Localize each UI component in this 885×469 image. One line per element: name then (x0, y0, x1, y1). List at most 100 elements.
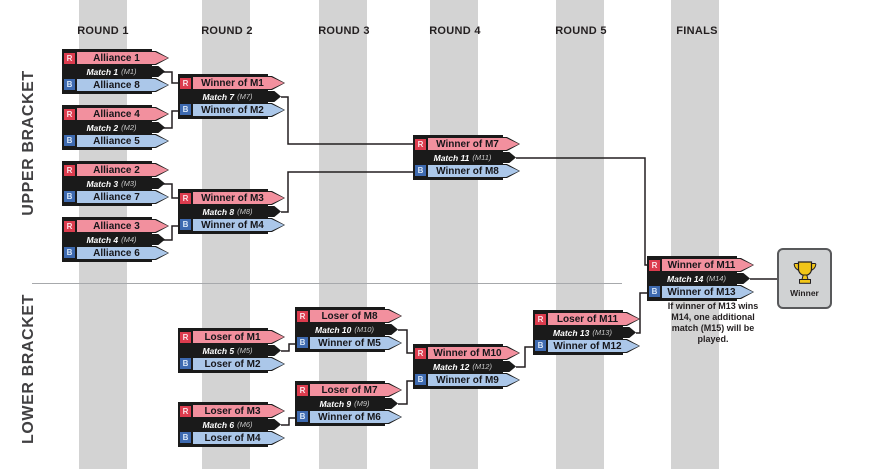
match-m6: R Loser of M3 Match 6(M6) B Loser of M4 (178, 402, 286, 447)
red-alliance-tag: R (180, 332, 191, 343)
match-number: Match 12 (433, 361, 470, 372)
column-stripe-finals (671, 0, 719, 469)
blue-slot-label: Winner of M5 (310, 337, 401, 349)
tiebreaker-note: If winner of M13 wins M14, one additiona… (648, 301, 778, 345)
winner-box: Winner (777, 248, 832, 309)
match-code: (M12) (472, 362, 492, 371)
note-line: match (M15) will be (671, 323, 755, 333)
match-code: (M10) (354, 325, 374, 334)
red-slot-banner: Winner of M7 (427, 137, 520, 151)
match-m7: R Winner of M1 Match 7(M7) B Winner of M… (178, 74, 286, 119)
red-slot-label: Alliance 1 (77, 52, 168, 64)
trophy-icon (793, 260, 816, 284)
blue-alliance-tag: B (535, 340, 546, 351)
blue-slot-banner: Alliance 6 (76, 246, 169, 260)
match-number: Match 8 (202, 206, 235, 217)
red-alliance-tag: R (415, 139, 426, 150)
match-number: Match 3 (86, 178, 119, 189)
red-slot-banner: Winner of M1 (192, 76, 285, 90)
blue-alliance-tag: B (64, 191, 75, 202)
match-code: (M7) (237, 92, 253, 101)
blue-slot-banner: Winner of M9 (427, 373, 520, 387)
match-m2: R Alliance 4 Match 2(M2) B Alliance 5 (62, 105, 170, 150)
match-m8: R Winner of M3 Match 8(M8) B Winner of M… (178, 189, 286, 234)
match-code: (M3) (121, 179, 137, 188)
match-m4: R Alliance 3 Match 4(M4) B Alliance 6 (62, 217, 170, 262)
match-number: Match 6 (202, 419, 235, 430)
note-line: played. (697, 334, 729, 344)
red-alliance-tag: R (415, 348, 426, 359)
column-header-finals: FINALS (676, 25, 718, 37)
red-slot-banner: Loser of M7 (309, 383, 402, 397)
match-m13: R Loser of M11 Match 13(M13) B Winner of… (533, 310, 641, 355)
red-slot-banner: Winner of M10 (427, 346, 520, 360)
blue-slot-label: Loser of M2 (193, 358, 284, 370)
blue-alliance-tag: B (180, 432, 191, 443)
blue-slot-banner: Alliance 8 (76, 78, 169, 92)
blue-slot-label: Alliance 8 (77, 79, 168, 91)
blue-slot-banner: Loser of M2 (192, 357, 285, 371)
blue-slot-banner: Winner of M8 (427, 164, 520, 178)
blue-slot-label: Loser of M4 (193, 432, 284, 444)
match-label-strip: Match 11(M11) (421, 152, 516, 163)
column-stripe-round4 (430, 0, 478, 469)
match-code: (M5) (237, 346, 253, 355)
red-slot-label: Winner of M1 (193, 77, 284, 89)
blue-alliance-tag: B (297, 337, 308, 348)
red-slot-label: Alliance 4 (77, 108, 168, 120)
blue-slot-label: Winner of M9 (428, 374, 519, 386)
match-number: Match 9 (319, 398, 352, 409)
blue-slot-banner: Winner of M13 (661, 285, 754, 299)
match-number: Match 4 (86, 234, 119, 245)
match-label-strip: Match 7(M7) (186, 91, 281, 102)
red-alliance-tag: R (180, 78, 191, 89)
red-slot-banner: Alliance 4 (76, 107, 169, 121)
blue-alliance-tag: B (180, 358, 191, 369)
red-alliance-tag: R (649, 260, 660, 271)
blue-slot-banner: Winner of M6 (309, 410, 402, 424)
match-label-strip: Match 1(M1) (70, 66, 165, 77)
match-number: Match 1 (86, 66, 119, 77)
red-slot-banner: Loser of M1 (192, 330, 285, 344)
match-label-strip: Match 9(M9) (303, 398, 398, 409)
match-m5: R Loser of M1 Match 5(M5) B Loser of M2 (178, 328, 286, 373)
bracket-divider (32, 283, 622, 284)
match-code: (M4) (121, 235, 137, 244)
red-slot-banner: Alliance 2 (76, 163, 169, 177)
blue-slot-label: Alliance 5 (77, 135, 168, 147)
red-slot-label: Alliance 3 (77, 220, 168, 232)
match-number: Match 10 (315, 324, 352, 335)
winner-label: Winner (790, 287, 819, 298)
column-header-round5: ROUND 5 (555, 25, 607, 37)
blue-slot-label: Alliance 6 (77, 247, 168, 259)
match-m12: R Winner of M10 Match 12(M12) B Winner o… (413, 344, 521, 389)
blue-alliance-tag: B (64, 79, 75, 90)
match-m3: R Alliance 2 Match 3(M3) B Alliance 7 (62, 161, 170, 206)
red-slot-label: Winner of M3 (193, 192, 284, 204)
red-slot-banner: Alliance 1 (76, 51, 169, 65)
blue-slot-banner: Winner of M4 (192, 218, 285, 232)
blue-slot-label: Winner of M6 (310, 411, 401, 423)
match-code: (M1) (121, 67, 137, 76)
blue-slot-label: Winner of M8 (428, 165, 519, 177)
red-slot-banner: Loser of M8 (309, 309, 402, 323)
red-alliance-tag: R (64, 221, 75, 232)
blue-slot-label: Alliance 7 (77, 191, 168, 203)
red-slot-banner: Winner of M3 (192, 191, 285, 205)
red-slot-label: Loser of M11 (548, 313, 639, 325)
match-label-strip: Match 3(M3) (70, 178, 165, 189)
blue-slot-label: Winner of M13 (662, 286, 753, 298)
match-code: (M6) (237, 420, 253, 429)
red-alliance-tag: R (64, 53, 75, 64)
red-alliance-tag: R (64, 165, 75, 176)
match-number: Match 13 (553, 327, 590, 338)
match-label-strip: Match 10(M10) (303, 324, 398, 335)
column-header-round2: ROUND 2 (201, 25, 253, 37)
match-label-strip: Match 2(M2) (70, 122, 165, 133)
red-slot-label: Winner of M10 (428, 347, 519, 359)
red-alliance-tag: R (535, 314, 546, 325)
match-number: Match 14 (667, 273, 704, 284)
blue-alliance-tag: B (415, 165, 426, 176)
blue-alliance-tag: B (180, 104, 191, 115)
